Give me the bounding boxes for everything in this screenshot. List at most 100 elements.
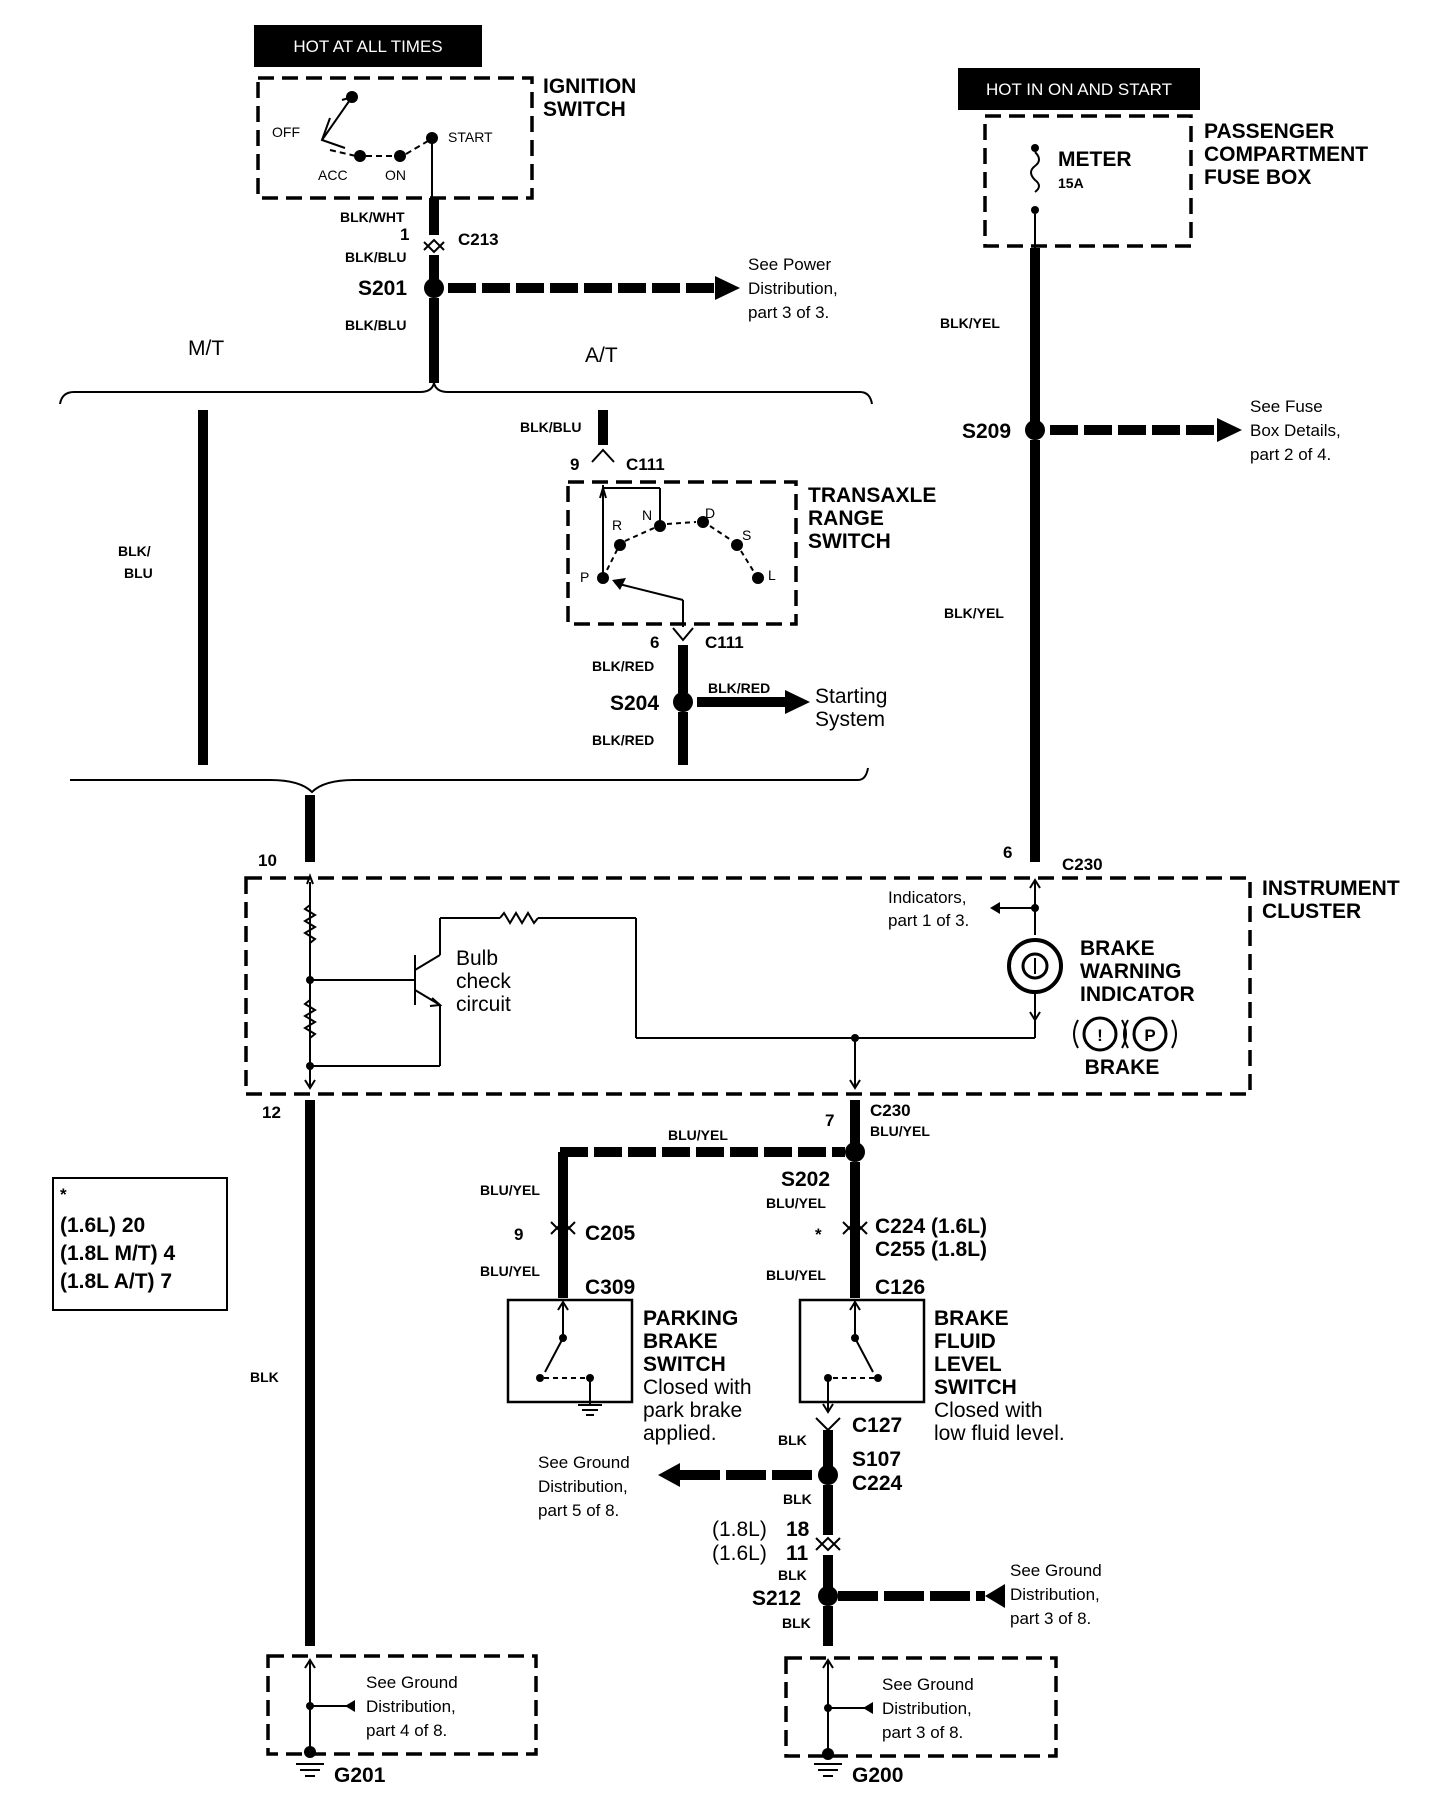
label-blu-yel-e: BLU/YEL [480, 1263, 540, 1279]
splice-s212 [818, 1586, 838, 1606]
label-blk-a: BLK [778, 1432, 807, 1448]
brake-fluid-level-switch: BRAKE FLUID LEVEL SWITCH Closed with low… [798, 1298, 1065, 1445]
connector-c309: C309 [585, 1276, 635, 1299]
svg-text:COMPARTMENT: COMPARTMENT [1204, 143, 1368, 166]
pin-1: 1 [400, 225, 409, 244]
splice-s202-label: S202 [781, 1168, 830, 1191]
arrow-icon [985, 1584, 1005, 1608]
svg-text:part 3 of 3.: part 3 of 3. [748, 303, 829, 322]
splice-s201 [424, 278, 444, 298]
svg-text:P: P [1144, 1026, 1155, 1045]
merge-brace [70, 767, 869, 794]
connector-c111-top: C111 [626, 455, 665, 474]
svg-text:See Ground: See Ground [882, 1675, 974, 1694]
svg-text:park brake: park brake [643, 1399, 742, 1422]
arrow-icon [715, 276, 740, 300]
svg-text:(1.8L A/T) 7: (1.8L A/T) 7 [60, 1270, 172, 1293]
ignition-switch: OFF ACC ON START IGNITION SWITCH [256, 75, 636, 200]
arrow-icon [785, 690, 810, 714]
arrow-icon [1217, 418, 1242, 442]
connector-icon [815, 1536, 841, 1552]
pin-7: 7 [825, 1111, 834, 1130]
svg-text:Distribution,: Distribution, [538, 1477, 628, 1496]
splice-s107-label: S107 [852, 1448, 901, 1471]
svg-text:INSTRUMENT: INSTRUMENT [1262, 877, 1400, 900]
svg-text:BRAKE: BRAKE [1080, 937, 1155, 960]
svg-text:OFF: OFF [272, 124, 300, 140]
ground-g200: See Ground Distribution, part 3 of 8. G2… [784, 1656, 1058, 1787]
pin-11: 11 [786, 1542, 809, 1565]
svg-text:BRAKE: BRAKE [643, 1330, 718, 1353]
label-16l: (1.6L) [712, 1542, 767, 1565]
label-blk-b: BLK [783, 1491, 812, 1507]
label-blu-yel-b: BLU/YEL [668, 1127, 728, 1143]
starting-system-ref-2: System [815, 708, 885, 731]
svg-text:BRAKE: BRAKE [934, 1307, 1009, 1330]
svg-text:FLUID: FLUID [934, 1330, 996, 1353]
svg-text:Distribution,: Distribution, [1010, 1585, 1100, 1604]
hot-in-on-start-badge: HOT IN ON AND START [958, 68, 1200, 110]
connector-c111-bot-icon [672, 627, 694, 642]
label-blu-yel-f: BLU/YEL [766, 1267, 826, 1283]
parking-brake-switch: PARKING BRAKE SWITCH Closed with park br… [506, 1298, 752, 1445]
svg-text:IGNITION: IGNITION [543, 75, 636, 98]
svg-text:See Power: See Power [748, 255, 831, 274]
svg-text:Closed with: Closed with [934, 1399, 1043, 1422]
splice-s209-label: S209 [962, 420, 1011, 443]
instrument-cluster: INSTRUMENT CLUSTER Bulb check circuit In… [244, 873, 1400, 1096]
svg-text:*: * [60, 1185, 67, 1204]
fuse-box-details-ref: See Fuse Box Details, part 2 of 4. [1250, 397, 1341, 464]
svg-text:low fluid level.: low fluid level. [934, 1422, 1065, 1445]
svg-text:part 4 of 8.: part 4 of 8. [366, 1721, 447, 1740]
brake-warning-icon: ! P BRAKE [1073, 1016, 1177, 1079]
svg-text:part 1 of 3.: part 1 of 3. [888, 911, 969, 930]
splice-s204 [673, 692, 693, 712]
svg-text:ACC: ACC [318, 167, 348, 183]
svg-text:See Ground: See Ground [1010, 1561, 1102, 1580]
connector-c127: C127 [852, 1414, 902, 1437]
connector-c213-icon [423, 238, 445, 254]
svg-text:applied.: applied. [643, 1422, 717, 1445]
label-18l: (1.8L) [712, 1518, 767, 1541]
svg-text:FUSE BOX: FUSE BOX [1204, 166, 1311, 189]
svg-text:SWITCH: SWITCH [643, 1353, 726, 1376]
svg-text:SWITCH: SWITCH [934, 1376, 1017, 1399]
label-blk-blu-b: BLK/BLU [345, 317, 406, 333]
label-blu-yel-a: BLU/YEL [870, 1123, 930, 1139]
svg-text:G200: G200 [852, 1764, 903, 1787]
pin-9b: 9 [514, 1225, 523, 1244]
svg-text:Bulb: Bulb [456, 947, 498, 970]
arrow-icon [658, 1463, 680, 1487]
svg-text:D: D [705, 505, 715, 521]
pin-10: 10 [258, 851, 277, 870]
label-mt: M/T [188, 337, 224, 360]
pin-18: 18 [786, 1518, 810, 1541]
svg-text:P: P [580, 569, 589, 585]
label-at: A/T [585, 344, 618, 367]
ground-distribution-ref-3a: See Ground Distribution, part 3 of 8. [1010, 1561, 1102, 1628]
svg-text:HOT AT ALL TIMES: HOT AT ALL TIMES [293, 37, 442, 56]
connector-c205: C205 [585, 1222, 636, 1245]
svg-text:(1.8L M/T) 4: (1.8L M/T) 4 [60, 1242, 175, 1265]
svg-text:SWITCH: SWITCH [808, 530, 891, 553]
pin-6b: 6 [1003, 843, 1012, 862]
pin-9: 9 [570, 455, 579, 474]
splice-s212-label: S212 [752, 1587, 801, 1610]
svg-text:See Fuse: See Fuse [1250, 397, 1323, 416]
svg-text:Box Details,: Box Details, [1250, 421, 1341, 440]
connector-c111-bot: C111 [705, 633, 744, 652]
legend-box: * (1.6L) 20 (1.8L M/T) 4 (1.8L A/T) 7 [52, 1177, 228, 1311]
label-blk-c: BLK [778, 1567, 807, 1583]
connector-c213: C213 [458, 230, 499, 249]
connector-c255-18: C255 (1.8L) [875, 1238, 987, 1261]
svg-text:Distribution,: Distribution, [748, 279, 838, 298]
svg-text:SWITCH: SWITCH [543, 98, 626, 121]
ground-distribution-ref-5: See Ground Distribution, part 5 of 8. [538, 1453, 630, 1520]
label-blk-d: BLK [782, 1615, 811, 1631]
svg-text:R: R [612, 517, 622, 533]
connector-c127-icon [815, 1417, 841, 1432]
svg-text:TRANSAXLE: TRANSAXLE [808, 484, 936, 507]
svg-text:PASSENGER: PASSENGER [1204, 120, 1334, 143]
svg-text:part 2 of 4.: part 2 of 4. [1250, 445, 1331, 464]
